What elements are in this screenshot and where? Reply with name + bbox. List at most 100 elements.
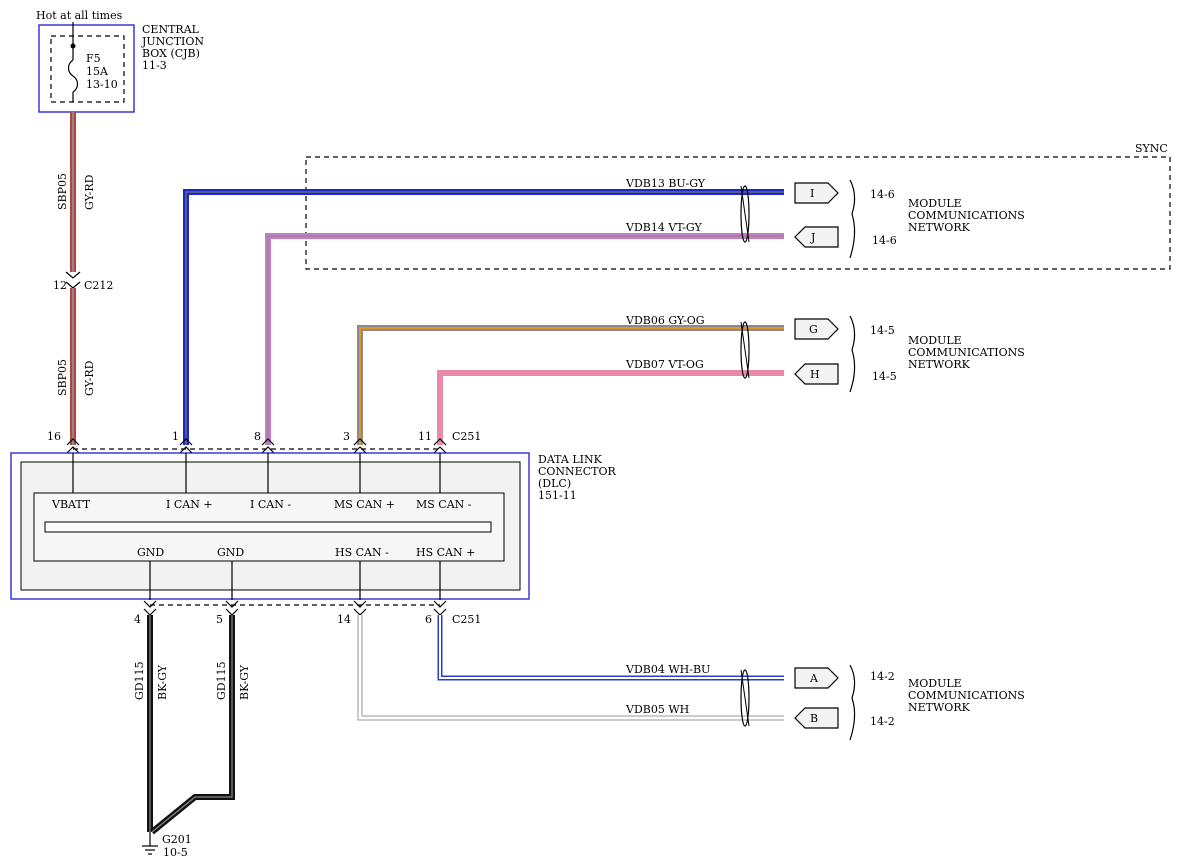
mcn-1-line1: MODULE xyxy=(908,197,962,210)
hot-at-all-times-label: Hot at all times xyxy=(36,9,123,22)
dlc-pin-mscan-plus: MS CAN + xyxy=(334,498,395,511)
twisted-pair-icon-gh xyxy=(740,321,750,379)
pin-5: 5 xyxy=(216,613,223,626)
fuse-rating: 15A xyxy=(86,65,109,78)
gd115-b-circuit: GD115 xyxy=(215,661,228,700)
tag-a[interactable]: A xyxy=(794,667,839,689)
cjb-label-1: CENTRAL xyxy=(142,23,200,36)
dlc-pin-gnd-1: GND xyxy=(137,546,164,559)
dlc-label-2: CONNECTOR xyxy=(538,465,616,478)
pin-4: 4 xyxy=(134,613,141,626)
c251-top-pin-icons xyxy=(66,438,447,454)
brace-icon-gh xyxy=(849,315,856,393)
pin-14: 14 xyxy=(337,613,351,626)
dlc-pin-hscan-minus: HS CAN - xyxy=(335,546,389,559)
vdb07-label: VDB07 VT-OG xyxy=(625,358,704,371)
tag-i[interactable]: I xyxy=(794,182,839,204)
fuse-name: F5 xyxy=(86,52,101,65)
gd115-a-circuit: GD115 xyxy=(133,661,146,700)
pin-11: 11 xyxy=(418,430,432,443)
wire-vdb05-fill xyxy=(358,615,784,720)
vdb05-label: VDB05 WH xyxy=(625,703,689,716)
twisted-pair-icon-ij xyxy=(740,185,750,243)
pin-8: 8 xyxy=(254,430,261,443)
c251-bottom-label: C251 xyxy=(452,613,481,626)
tag-g[interactable]: G xyxy=(794,318,839,340)
svg-text:G: G xyxy=(809,323,818,336)
ref-b: 14-2 xyxy=(870,715,895,728)
sbp05-lower-circuit: SBP05 xyxy=(56,359,69,396)
wire-vdb04-stripe xyxy=(439,615,784,679)
c212-female-icon xyxy=(65,281,81,289)
sbp05-upper-color: GY-RD xyxy=(83,174,96,210)
svg-text:A: A xyxy=(809,672,819,685)
brace-icon-ab xyxy=(849,664,856,741)
c212-male-icon xyxy=(65,271,81,279)
dlc-pin-leads xyxy=(72,453,441,600)
mcn-3-line3: NETWORK xyxy=(908,701,971,714)
cjb-inner-dashed xyxy=(50,35,125,103)
mcn-2-line1: MODULE xyxy=(908,334,962,347)
twisted-pair-icon-ab xyxy=(740,669,750,727)
dlc-keyway xyxy=(44,521,492,533)
cjb-label-2: JUNCTION xyxy=(141,35,204,48)
cjb-label-3: BOX (CJB) xyxy=(142,47,200,60)
gd115-a-color: BK-GY xyxy=(156,664,169,700)
wire-vdb14 xyxy=(265,233,784,445)
twisted-pair-cross-ij xyxy=(740,185,750,243)
c212-pin: 12 xyxy=(53,279,67,292)
dlc-pin-ican-minus: I CAN - xyxy=(250,498,291,511)
feed-node xyxy=(70,43,76,49)
vdb13-label: VDB13 BU-GY xyxy=(625,177,706,190)
pin-1: 1 xyxy=(172,430,179,443)
mcn-1-line3: NETWORK xyxy=(908,221,971,234)
ref-a: 14-2 xyxy=(870,670,895,683)
sync-module-box xyxy=(305,156,1171,270)
wire-vdb04 xyxy=(437,615,784,681)
pin-3: 3 xyxy=(343,430,350,443)
dlc-pin-hscan-plus: HS CAN + xyxy=(416,546,475,559)
twisted-pair-cross-ab xyxy=(740,669,750,727)
vdb04-label: VDB04 WH-BU xyxy=(625,663,710,676)
vdb14-label: VDB14 VT-GY xyxy=(625,221,703,234)
dlc-outer-box xyxy=(10,452,530,600)
svg-text:B: B xyxy=(810,712,818,725)
ref-j: 14-6 xyxy=(872,234,897,247)
wire-gd115-b-stripe xyxy=(151,615,233,833)
dlc-label-1: DATA LINK xyxy=(538,453,603,466)
ground-ref: 10-5 xyxy=(163,846,188,859)
wire-vdb07 xyxy=(437,370,784,445)
ref-h: 14-5 xyxy=(872,370,897,383)
wire-vdb13-stripe xyxy=(185,191,784,445)
tag-h[interactable]: H xyxy=(794,363,839,385)
svg-text:H: H xyxy=(810,368,820,381)
tag-b[interactable]: B xyxy=(794,707,839,729)
cjb-ref: 11-3 xyxy=(142,59,167,72)
fuse-icon xyxy=(67,59,79,93)
wire-vdb06-stripe xyxy=(359,327,784,445)
mcn-1-line2: COMMUNICATIONS xyxy=(908,209,1025,222)
svg-text:I: I xyxy=(810,187,814,200)
wire-vdb14-stripe xyxy=(267,235,784,445)
dlc-pin-mscan-minus: MS CAN - xyxy=(416,498,472,511)
sync-label: SYNC xyxy=(1135,142,1168,155)
mcn-2-line2: COMMUNICATIONS xyxy=(908,346,1025,359)
ground-icon xyxy=(142,832,158,855)
dlc-pin-gnd-2: GND xyxy=(217,546,244,559)
ref-g: 14-5 xyxy=(870,324,895,337)
pin-16: 16 xyxy=(47,430,61,443)
dlc-ref: 151-11 xyxy=(538,489,577,502)
twisted-pair-cross-gh xyxy=(740,321,750,379)
wire-vdb06 xyxy=(357,325,784,445)
mcn-3-line1: MODULE xyxy=(908,677,962,690)
mcn-2-line3: NETWORK xyxy=(908,358,971,371)
cjb-box xyxy=(38,24,135,113)
pin-6: 6 xyxy=(425,613,432,626)
sbp05-upper-circuit: SBP05 xyxy=(56,173,69,210)
dlc-pin-ican-plus: I CAN + xyxy=(166,498,213,511)
vdb06-label: VDB06 GY-OG xyxy=(625,314,705,327)
tag-j[interactable]: J xyxy=(794,226,839,248)
c251-bottom-pin-icons xyxy=(143,600,447,616)
mcn-3-line2: COMMUNICATIONS xyxy=(908,689,1025,702)
